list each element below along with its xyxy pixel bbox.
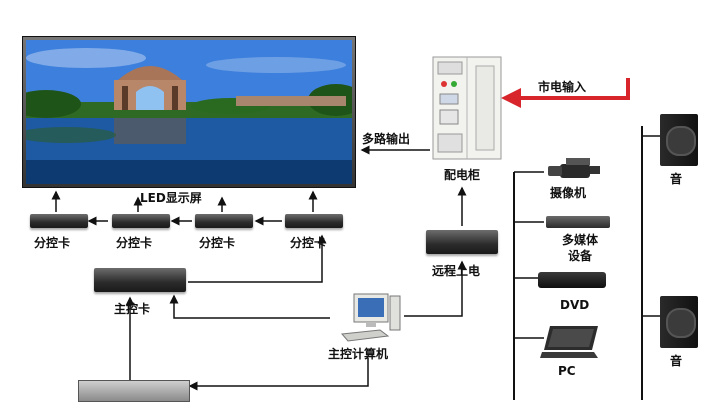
sub-control-label-4: 分控卡 xyxy=(290,234,326,251)
sub-control-label-3: 分控卡 xyxy=(199,234,235,251)
desktop-computer-icon xyxy=(334,290,404,346)
speaker-label-1: 音 xyxy=(670,170,682,187)
source-label-pc: PC xyxy=(558,364,576,378)
remote-power-unit xyxy=(426,230,498,254)
source-label-dvd: DVD xyxy=(560,298,589,312)
sub-control-label-2: 分控卡 xyxy=(116,234,152,251)
remote-power-label: 远程上电 xyxy=(432,262,480,279)
sub-control-label-1: 分控卡 xyxy=(34,234,70,251)
speaker-cone-icon xyxy=(666,126,696,156)
sub-control-card-2 xyxy=(112,214,170,228)
main-control-card xyxy=(94,268,186,292)
main-control-computer xyxy=(334,290,404,346)
distribution-cabinet-label: 配电柜 xyxy=(444,166,480,183)
sub-control-card-3 xyxy=(195,214,253,228)
pc-laptop xyxy=(540,324,602,362)
speaker-label-2: 音 xyxy=(670,352,682,369)
camera-device xyxy=(546,156,604,182)
speaker-1 xyxy=(660,114,698,166)
sub-control-card-4 xyxy=(285,214,343,228)
mixer-console xyxy=(78,380,190,402)
main-control-computer-label: 主控计算机 xyxy=(328,345,388,362)
speaker-2 xyxy=(660,296,698,348)
sub-control-card-1 xyxy=(30,214,88,228)
main-control-label: 主控卡 xyxy=(114,300,150,317)
distribution-cabinet xyxy=(432,56,502,160)
dvd-player xyxy=(538,272,606,288)
distribution-cabinet-icon xyxy=(432,56,502,160)
multi-output-label: 多路输出 xyxy=(362,130,410,147)
camera-icon xyxy=(546,156,604,182)
source-label-media: 多媒体 设备 xyxy=(555,232,605,264)
speaker-cone-icon xyxy=(666,308,696,338)
laptop-icon xyxy=(540,324,602,362)
mains-input-label: 市电输入 xyxy=(538,78,586,95)
source-label-camera: 摄像机 xyxy=(550,184,586,201)
media-device xyxy=(546,216,610,228)
